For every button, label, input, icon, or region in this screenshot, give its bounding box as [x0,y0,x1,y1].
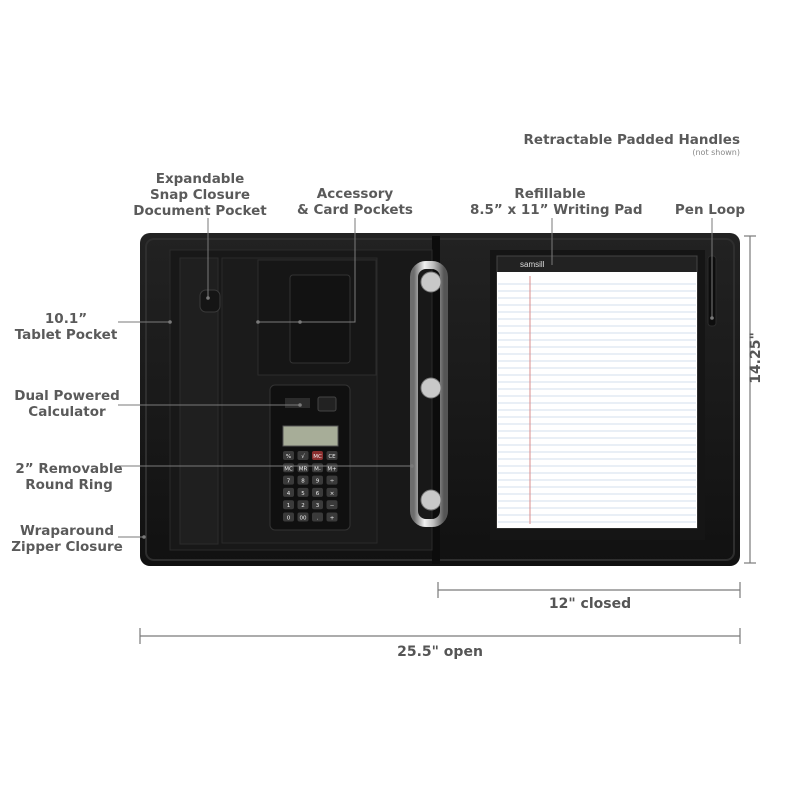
calculator-key [326,475,338,485]
calculator-label-line2: Calculator [28,404,106,420]
calculator-key-label: × [330,491,335,497]
calculator-key-label: CE [328,454,336,460]
calculator-key-label: √ [301,453,305,460]
calculator-key-label: − [330,503,335,509]
calculator-key [326,500,338,510]
accessory-label-line2: & Card Pockets [297,202,413,218]
calculator-key-label: 00 [300,516,307,522]
calculator-key-label: . [317,516,319,522]
calculator-key [297,500,309,510]
pen-loop-label: Pen Loop [668,202,752,218]
calculator-key-label: 5 [301,491,305,497]
card-pockets [257,259,377,376]
ring-label-line1: 2” Removable [15,461,123,477]
calculator-key-label: + [330,516,335,522]
tablet-label: 10.1” Tablet Pocket [14,311,118,343]
calculator-label: Dual Powered Calculator [10,388,124,420]
calculator-key [312,475,323,485]
calculator-key-label: MC [284,466,293,472]
calculator-key-label: 2 [301,503,305,509]
handles-label: Retractable Padded Handles (not shown) [520,132,740,158]
calculator-key [297,487,309,497]
height-dimension: 14.25" [748,332,764,384]
accessory-label: Accessory & Card Pockets [290,186,420,218]
calculator-key [312,512,323,522]
accessory-label-line1: Accessory [316,186,394,202]
zipper-label-line2: Zipper Closure [11,539,123,555]
calculator-key [297,451,309,460]
snap-label-line1: Expandable [155,171,245,187]
pad-label-line2: 8.5” x 11” Writing Pad [470,202,643,218]
calculator-label-line1: Dual Powered [14,388,120,404]
calculator-key [283,487,294,497]
leader-dots [142,296,714,539]
closed-dimension: 12" closed [548,596,632,612]
pen-loop-label-text: Pen Loop [674,202,746,218]
handles-note: (not shown) [692,148,740,157]
brand-logo: samsill [520,260,545,269]
ring-label-line2: Round Ring [25,477,113,493]
calculator-key-label: M- [314,466,321,472]
calculator-key [297,475,309,485]
calculator-key [297,512,309,522]
calculator-key-label: 0 [287,516,291,522]
calculator-key-label: 8 [301,479,305,485]
calculator-key-label: MR [299,466,308,472]
calculator-key-label: M+ [327,466,337,472]
tablet-label-line2: Tablet Pocket [14,327,118,343]
calculator-key [283,475,294,485]
round-ring [410,261,448,527]
pad-label: Refillable 8.5” x 11” Writing Pad [470,186,643,218]
calculator-key-label: MC [313,454,322,460]
calculator-key [283,500,294,510]
zipper-label: Wraparound Zipper Closure [10,523,124,555]
calculator-key [326,512,338,522]
tablet-label-line1: 10.1” [44,311,88,327]
snap-label: Expandable Snap Closure Document Pocket [130,171,270,219]
calculator-key [326,487,338,497]
calculator-key [312,487,323,497]
handles-label-text: Retractable Padded Handles [523,132,740,148]
writing-pad [490,250,705,540]
calculator-key-label: % [286,454,291,460]
calculator-key-label: 4 [287,491,291,497]
leader-lines [118,218,713,538]
zipper-label-line1: Wraparound [19,523,114,539]
open-dimension: 25.5" open [397,644,483,660]
calculator-key [312,500,323,510]
snap-label-line3: Document Pocket [133,203,267,219]
calculator-key-label: 7 [287,479,291,485]
ring-label: 2” Removable Round Ring [12,461,126,493]
calculator-key [283,512,294,522]
calculator-key-label: 9 [316,479,320,485]
pad-label-line1: Refillable [514,186,586,202]
calculator-key [283,451,294,460]
calculator-key [312,451,323,460]
dimension-lines [139,235,756,644]
calculator-key [326,451,338,460]
calculator-key-label: 1 [287,503,291,509]
calculator-key-label: 3 [316,503,320,509]
calculator-key-label: ÷ [330,479,335,485]
snap-label-line2: Snap Closure [149,187,251,203]
calculator-key-label: 6 [316,491,320,497]
